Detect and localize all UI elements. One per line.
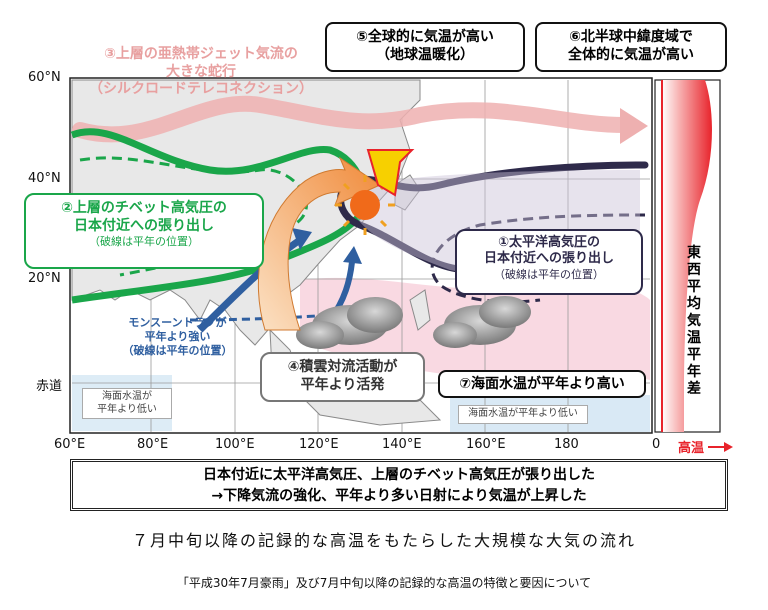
lat-label-60n: 60°N (28, 70, 61, 85)
lon-label-100e: 100°E (215, 437, 255, 452)
zonal-char-4: 均 (687, 296, 701, 312)
tibet-high-label: ②上層のチベット高気圧の 日本付近への張り出し （破線は平年の位置） (24, 193, 264, 269)
zonal-char-2: 西 (687, 262, 701, 278)
figure-source: 「平成30年7月豪雨」及び7月中旬以降の記録的な高温の特徴と要因について (176, 576, 592, 590)
lon-label-160e: 160°E (466, 437, 506, 452)
zonal-char-7: 平 (687, 347, 701, 363)
jet-stream-label-line2: 大きな蛇行 (166, 63, 236, 80)
lon-label-60e: 60°E (54, 437, 86, 452)
figure-caption: ７月中旬以降の記録的な高温をもたらした大規模な大気の流れ (131, 531, 636, 550)
sst-high-label: ⑦海面水温が平年より高い (438, 370, 646, 398)
zonal-char-5: 気 (687, 313, 701, 329)
sst-low-left-line1: 海面水温が (102, 391, 152, 402)
zonal-char-3: 平 (687, 279, 701, 295)
pacific-high-line1: ①太平洋高気圧の (497, 235, 600, 250)
lon-label-120e: 120°E (299, 437, 339, 452)
lat-label-40n: 40°N (28, 171, 61, 186)
jet-stream-arrow (72, 95, 633, 143)
monsoon-line1: モンスーントラフが (128, 316, 227, 329)
global-warming-label: ⑤全球的に気温が高い （地球温暖化） (325, 22, 525, 72)
monsoon-line3: （破線は平年の位置） (122, 343, 233, 357)
lon-label-zero: 0 (652, 437, 661, 452)
global-warming-line2: （地球温暖化） (376, 46, 474, 63)
zonal-char-1: 東 (687, 245, 701, 261)
pacific-high-normal-line (430, 213, 646, 304)
sst-low-right-label: 海面水温が平年より低い (458, 405, 588, 424)
convection-line2: 平年より活発 (300, 376, 385, 393)
jet-stream-label-line3: （シルクロードテレコネクション） (89, 81, 313, 97)
lon-label-80e: 80°E (137, 437, 169, 452)
summary-line1: 日本付近に太平洋高気圧、上層のチベット高気圧が張り出した (203, 467, 595, 483)
convection-line1: ④積雲対流活動が (287, 359, 398, 375)
global-warming-line1: ⑤全球的に気温が高い (356, 29, 494, 45)
pacific-high-label: ①太平洋高気圧の 日本付近への張り出し （破線は平年の位置） (455, 229, 643, 295)
monsoon-trough-arrowhead (292, 228, 312, 250)
tibet-high-line3: （破線は平年の位置） (89, 235, 199, 248)
tibet-high-line1: ②上層のチベット高気圧の (61, 200, 227, 216)
sst-low-left-label: 海面水温が 平年より低い (82, 388, 172, 419)
high-temp-arrow-icon (708, 442, 733, 452)
nh-midlat-label: ⑥北半球中緯度域で 全体的に気温が高い (535, 22, 727, 72)
sst-low-left-line2: 平年より低い (97, 403, 157, 415)
lat-label-equator: 赤道 (36, 379, 63, 394)
monsoon-line2: 平年より強い (144, 329, 211, 343)
lon-label-180: 180 (554, 437, 579, 452)
summary-line2: →下降気流の強化、平年より多い日射により気温が上昇した (211, 488, 587, 504)
nh-midlat-line1: ⑥北半球中緯度域で (569, 29, 693, 45)
convection-clouds (296, 296, 531, 349)
zonal-char-9: 差 (687, 381, 701, 397)
tibet-high-line2: 日本付近への張り出し (74, 217, 214, 234)
jet-stream-label-line1: ③上層の亜熱帯ジェット気流の (104, 46, 298, 62)
zonal-char-6: 温 (687, 330, 701, 346)
high-temp-label: 高温 (678, 441, 705, 456)
nh-midlat-line2: 全体的に気温が高い (568, 46, 694, 63)
zonal-char-8: 年 (687, 364, 701, 380)
monsoon-trough-label: モンスーントラフが 平年より強い （破線は平年の位置） (100, 316, 255, 357)
summary-box: 日本付近に太平洋高気圧、上層のチベット高気圧が張り出した →下降気流の強化、平年… (70, 459, 728, 511)
convection-label: ④積雲対流活動が 平年より活発 (260, 352, 425, 402)
zonal-mean-fill (662, 80, 712, 432)
pacific-high-line3: （破線は平年の位置） (494, 267, 604, 281)
heat-down-arrow (366, 149, 415, 197)
jet-stream-label: ③上層の亜熱帯ジェット気流の 大きな蛇行 （シルクロードテレコネクション） (76, 46, 326, 99)
pacific-high-line2: 日本付近への張り出し (483, 251, 614, 267)
lon-label-140e: 140°E (382, 437, 422, 452)
monsoon-upward-arrowhead (343, 246, 362, 264)
jet-stream-arrowhead (620, 108, 648, 144)
lat-label-20n: 20°N (28, 271, 61, 286)
zonal-mean-label: 東 西 平 均 気 温 平 年 差 (682, 245, 706, 398)
